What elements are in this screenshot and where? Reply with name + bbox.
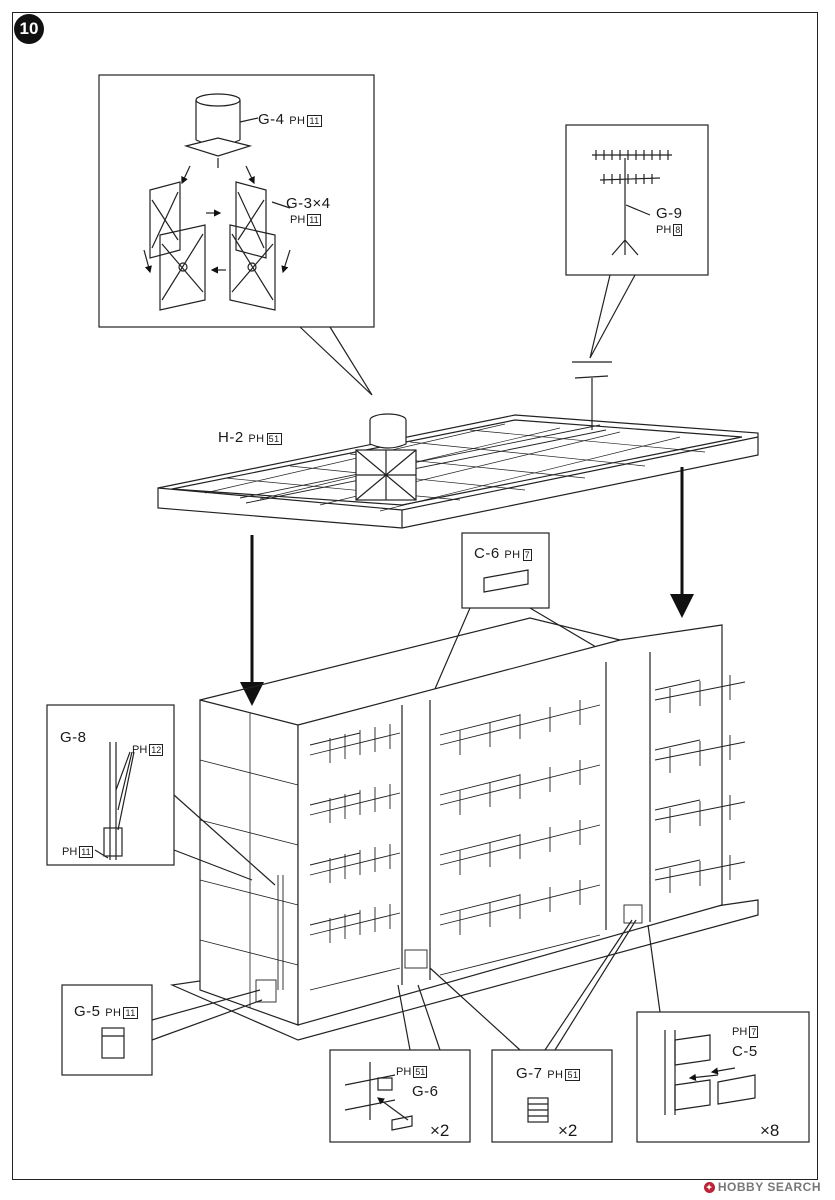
c5-count: ×8 (760, 1121, 780, 1140)
g8-label: G-8 (60, 729, 87, 746)
g6-callout (329, 984, 471, 1143)
g5-callout (61, 984, 263, 1076)
g8-callout (46, 704, 276, 886)
g9-label: G-9 (656, 205, 683, 222)
antenna-callout (565, 124, 709, 359)
step-number-badge: 10 (14, 14, 44, 44)
g7-count: ×2 (558, 1121, 578, 1140)
c5-callout (636, 924, 810, 1143)
balcony-rows (255, 675, 746, 1003)
g3-label: G-3×4 (286, 195, 331, 212)
g6-label: G-6 (412, 1083, 439, 1100)
page-border (12, 12, 818, 1180)
g6-count: ×2 (430, 1121, 450, 1140)
c5-label: C-5 (732, 1043, 758, 1060)
water-tower-callout (98, 74, 375, 396)
roof-slab (157, 361, 759, 529)
watermark: ✦HOBBY SEARCH (703, 1180, 821, 1194)
hobby-search-logo-icon: ✦ (703, 1182, 715, 1193)
g7-callout (429, 919, 637, 1143)
